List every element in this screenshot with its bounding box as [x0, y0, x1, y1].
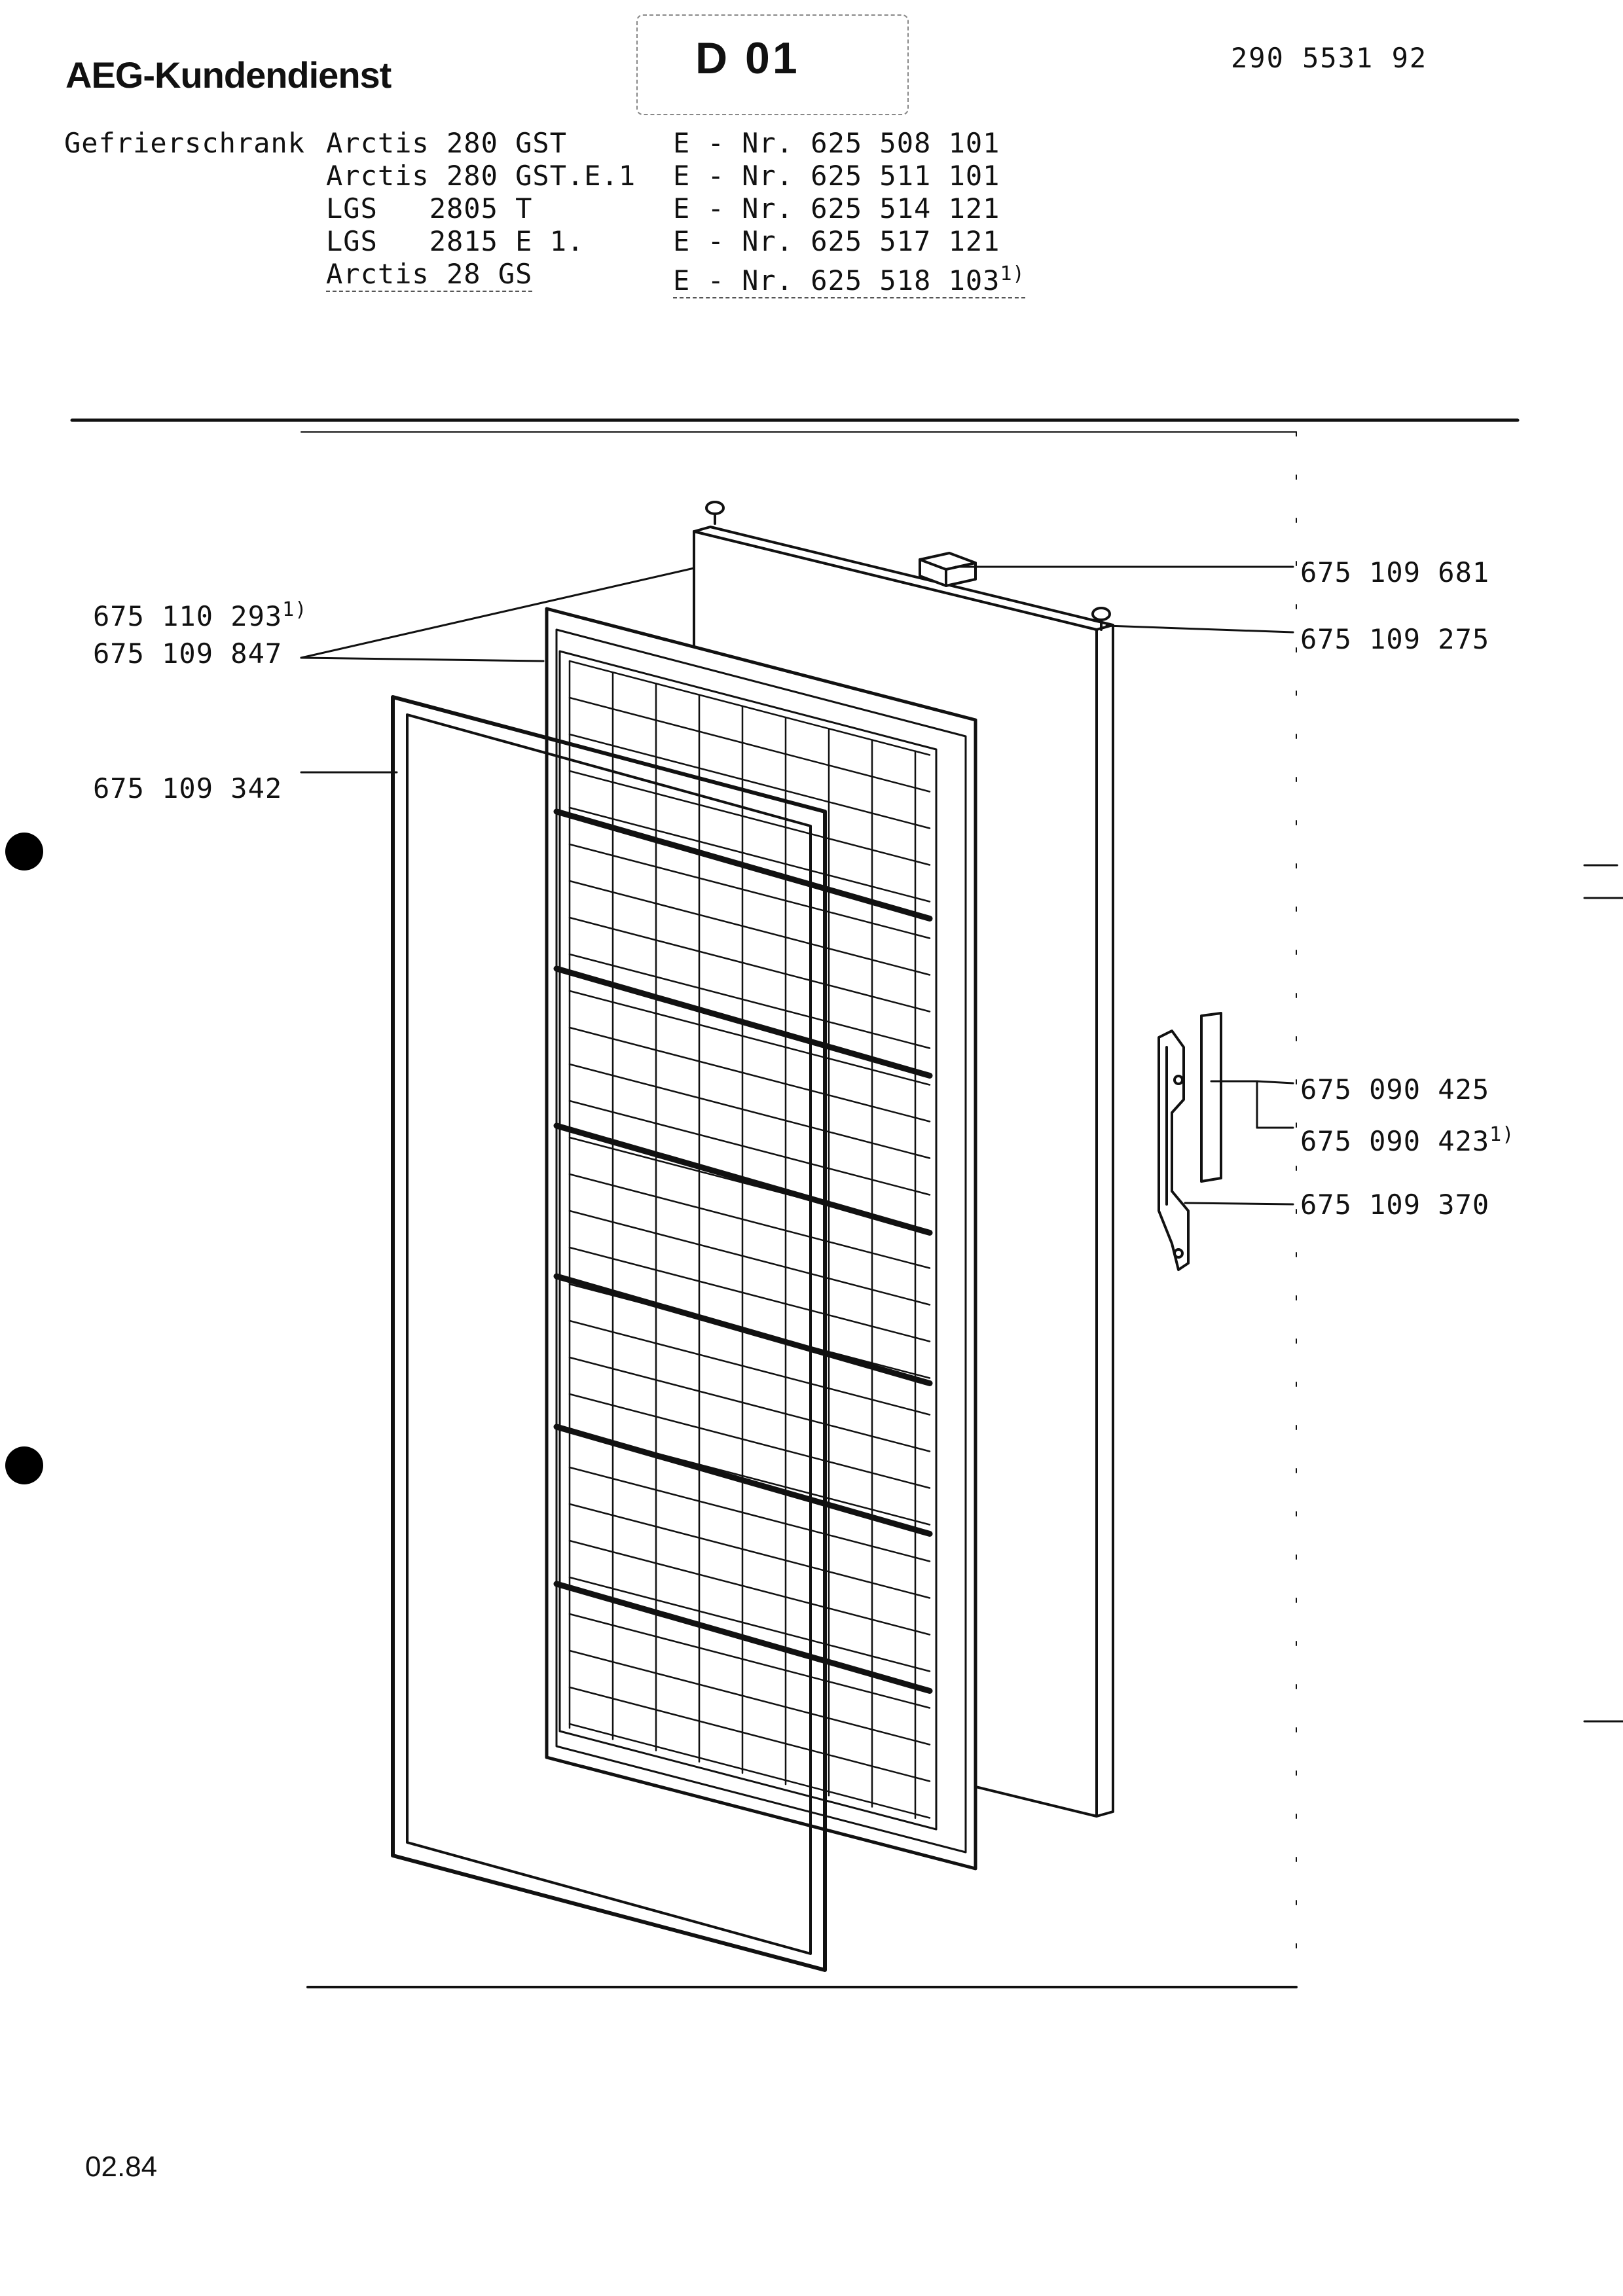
liner-grid-row — [568, 770, 931, 866]
shelf-bar — [553, 808, 933, 922]
part-label-4: 675 109 847 — [93, 637, 283, 670]
footer-date: 02.84 — [85, 2151, 158, 2183]
model-name-2: Arctis 280 GST.E.1 — [326, 160, 636, 192]
model-enr-3: E - Nr. 625 514 121 — [673, 192, 1000, 224]
liner-grid-row — [568, 953, 931, 1049]
model-name-4: LGS 2815 E 1. — [326, 225, 585, 257]
liner-grid-row — [568, 1539, 931, 1636]
liner-grid-row — [568, 1576, 931, 1672]
model-name-3: LGS 2805 T — [326, 192, 533, 224]
liner-grid-row — [568, 1686, 931, 1782]
shelf-bar — [553, 1273, 933, 1386]
door-handle-icon — [1158, 1030, 1190, 1271]
part-label-8: 675 109 370 — [1300, 1189, 1490, 1221]
hinge-block-icon — [919, 552, 977, 587]
liner-grid-row — [568, 696, 931, 793]
liner-grid-row — [568, 1100, 931, 1196]
leader-lines — [300, 565, 1294, 1206]
shelf-bar — [553, 965, 933, 1079]
model-enr-5-note: 1) — [1000, 262, 1025, 285]
liner-grid-row — [568, 1503, 931, 1599]
liner-grid-row — [568, 1063, 931, 1159]
model-enr-4: E - Nr. 625 517 121 — [673, 225, 1000, 257]
liner-grid-row — [568, 806, 931, 903]
part-label-7: 675 090 4231) — [1300, 1123, 1515, 1157]
sheet-code-box — [636, 14, 909, 115]
punch-hole-top — [5, 833, 43, 870]
liner-grid-row — [568, 1649, 931, 1746]
appliance-type: Gefrierschrank — [64, 127, 306, 159]
hinge-pin-bush-icon — [1091, 607, 1111, 621]
liner-grid-row — [568, 1246, 931, 1342]
model-enr-1: E - Nr. 625 508 101 — [673, 127, 1000, 159]
liner-grid-row — [568, 916, 931, 1013]
liner-grid-row — [568, 733, 931, 829]
inner-liner-panel — [545, 607, 977, 1871]
brand-title: AEG-Kundendienst — [65, 54, 392, 96]
liner-grid-row — [568, 880, 931, 976]
liner-grid-row — [568, 843, 931, 939]
liner-grid-row — [568, 1393, 931, 1489]
part-label-5: 675 109 342 — [93, 772, 283, 804]
liner-grid-row — [568, 1210, 931, 1306]
model-name-5: Arctis 28 GS — [326, 258, 533, 292]
liner-grid-row — [568, 1026, 931, 1122]
liner-grid-row — [568, 1613, 931, 1709]
model-enr-2: E - Nr. 625 511 101 — [673, 160, 1000, 192]
part-label-1: 675 109 681 — [1300, 556, 1490, 588]
liner-grid-row — [568, 1173, 931, 1269]
liner-grid-row — [568, 1466, 931, 1562]
document-number: 290 5531 92 — [1231, 42, 1428, 74]
liner-grid-row — [568, 1723, 931, 1819]
sheet-code: D 01 — [695, 33, 800, 83]
shelf-bar — [553, 1424, 933, 1537]
part-label-2: 675 109 275 — [1300, 623, 1490, 655]
handle-cover-strip-icon — [1200, 1012, 1222, 1183]
model-enr-5: E - Nr. 625 518 1031) — [673, 258, 1025, 298]
model-enr-5-text: E - Nr. 625 518 103 — [673, 264, 1000, 296]
part-label-3: 675 110 2931) — [93, 598, 308, 632]
shelf-bar — [553, 1122, 933, 1236]
hinge-pin-top-icon — [705, 501, 725, 515]
liner-grid-row — [568, 990, 931, 1086]
door-gasket — [391, 695, 827, 1972]
part-label-6: 675 090 425 — [1300, 1073, 1490, 1105]
model-names: Arctis 280 GST Arctis 280 GST.E.1 LGS 28… — [326, 127, 636, 292]
liner-grid-row — [568, 1356, 931, 1452]
model-e-numbers: E - Nr. 625 508 101 E - Nr. 625 511 101 … — [673, 127, 1025, 298]
liner-grid-row — [568, 660, 931, 756]
shelf-bar — [553, 1581, 933, 1694]
punch-hole-bottom — [5, 1446, 43, 1484]
liner-grid-row — [568, 1319, 931, 1416]
model-name-1: Arctis 280 GST — [326, 127, 568, 159]
